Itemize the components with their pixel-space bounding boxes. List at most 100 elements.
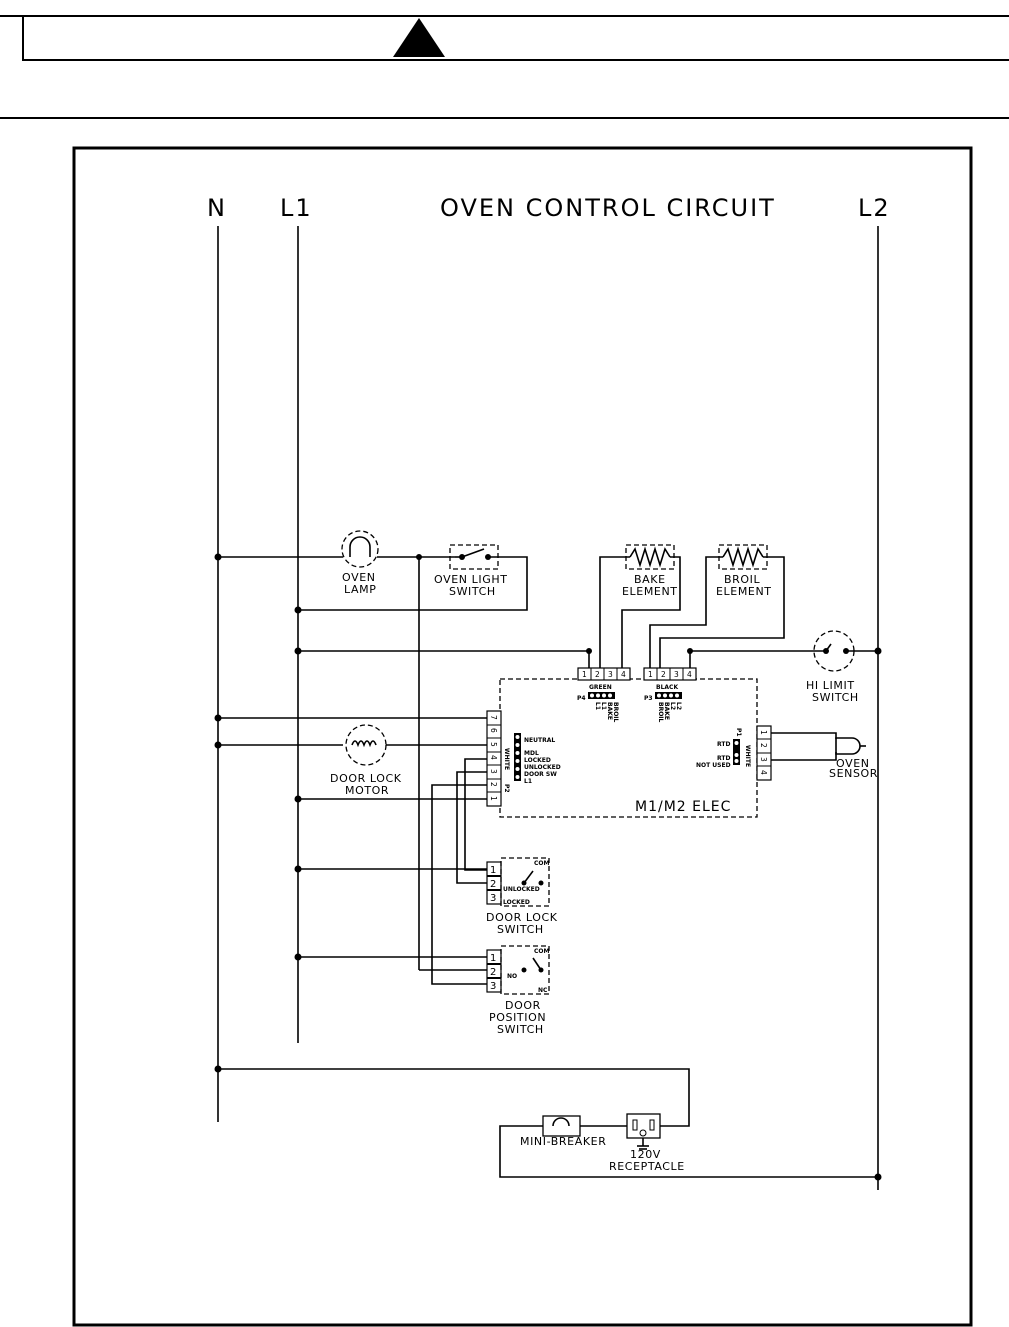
svg-text:DOOR LOCK: DOOR LOCK: [486, 911, 558, 924]
oven-light-switch-label: OVEN LIGHT SWITCH: [434, 573, 508, 598]
svg-text:5: 5: [489, 742, 498, 747]
svg-text:SWITCH: SWITCH: [497, 1023, 544, 1036]
svg-text:COM: COM: [534, 860, 550, 867]
svg-text:P1: P1: [735, 728, 742, 737]
warning-header: [0, 15, 1009, 119]
svg-text:HI LIMIT: HI LIMIT: [806, 679, 855, 692]
svg-text:OVEN LIGHT: OVEN LIGHT: [434, 573, 508, 586]
svg-text:2: 2: [490, 879, 496, 890]
svg-text:NOT USED: NOT USED: [696, 762, 731, 769]
svg-text:3: 3: [490, 981, 496, 992]
svg-text:4: 4: [687, 670, 692, 679]
svg-text:L1: L1: [600, 702, 607, 710]
diagram-frame: [72, 146, 973, 1327]
svg-text:3: 3: [489, 769, 498, 774]
svg-text:1: 1: [582, 670, 587, 679]
svg-text:COM: COM: [534, 948, 550, 955]
p1-connector: 1 2 3 4 WHITE P1 RTD RTD NOT USED: [696, 725, 772, 781]
svg-text:NEUTRAL: NEUTRAL: [524, 737, 555, 744]
svg-text:NC: NC: [538, 987, 548, 994]
svg-text:NO: NO: [507, 973, 517, 980]
svg-text:BAKE: BAKE: [634, 573, 666, 586]
receptacle-icon: [626, 1113, 661, 1150]
hi-limit-switch-label: HI LIMIT SWITCH: [806, 679, 859, 704]
p2-connector: 7 6 5 4 3 2 1 WHITE P2 NEUTRAL MDL LOCKE…: [486, 710, 561, 807]
svg-text:DOOR: DOOR: [505, 999, 541, 1012]
svg-text:4: 4: [759, 770, 768, 775]
svg-text:BROIL: BROIL: [612, 702, 619, 723]
door-lock-switch: 1 2 3 COM UNLOCKED LOCKED: [486, 857, 550, 907]
bake-element-label: BAKE ELEMENT: [622, 573, 678, 598]
l2-line-label: L2: [858, 194, 891, 222]
svg-text:1: 1: [648, 670, 653, 679]
door-position-switch-label: DOOR POSITION SWITCH: [489, 999, 546, 1036]
svg-text:SWITCH: SWITCH: [449, 585, 496, 598]
svg-text:6: 6: [489, 728, 498, 733]
svg-text:LOCKED: LOCKED: [503, 899, 530, 906]
svg-text:MDL: MDL: [524, 750, 539, 757]
l1-line-label: L1: [280, 194, 313, 222]
svg-text:3: 3: [490, 893, 496, 904]
svg-text:SWITCH: SWITCH: [497, 923, 544, 936]
warning-triangle-icon: [393, 18, 445, 57]
svg-text:BROIL: BROIL: [724, 573, 760, 586]
mini-breaker-label: MINI-BREAKER: [520, 1135, 606, 1148]
svg-text:DOOR SW: DOOR SW: [524, 771, 557, 778]
svg-text:ELEMENT: ELEMENT: [716, 585, 772, 598]
svg-text:P2: P2: [503, 784, 510, 793]
svg-text:4: 4: [621, 670, 626, 679]
svg-text:RTD: RTD: [717, 741, 730, 748]
svg-text:SWITCH: SWITCH: [812, 691, 859, 704]
p4-connector: 1 2 3 4 GREEN P4 L1 L1 BAKE BROIL: [577, 667, 631, 723]
svg-text:P3: P3: [644, 695, 653, 702]
svg-text:2: 2: [595, 670, 600, 679]
svg-text:3: 3: [674, 670, 679, 679]
svg-text:ELEMENT: ELEMENT: [622, 585, 678, 598]
svg-text:2: 2: [490, 967, 496, 978]
svg-text:WHITE: WHITE: [503, 748, 510, 770]
svg-text:7: 7: [489, 715, 498, 720]
svg-text:1: 1: [490, 953, 496, 964]
svg-text:3: 3: [759, 757, 768, 762]
svg-text:SENSOR: SENSOR: [829, 767, 878, 780]
svg-text:UNLOCKED: UNLOCKED: [524, 764, 561, 771]
svg-text:1: 1: [490, 865, 496, 876]
receptacle-label: 120V RECEPTACLE: [609, 1148, 685, 1173]
svg-text:BLACK: BLACK: [656, 684, 678, 691]
svg-text:WHITE: WHITE: [744, 745, 751, 767]
door-position-switch: 1 2 3 COM NO NC: [486, 945, 550, 995]
svg-text:2: 2: [759, 743, 768, 748]
svg-text:LOCKED: LOCKED: [524, 757, 551, 764]
svg-text:L2: L2: [675, 702, 682, 710]
svg-text:OVEN: OVEN: [342, 571, 376, 584]
door-lock-motor-label: DOOR LOCK MOTOR: [330, 772, 402, 797]
svg-text:2: 2: [489, 782, 498, 787]
svg-text:L1: L1: [524, 778, 532, 785]
oven-sensor-label: OVEN SENSOR: [829, 757, 878, 780]
svg-text:LAMP: LAMP: [344, 583, 376, 596]
svg-text:MOTOR: MOTOR: [345, 784, 389, 797]
svg-text:DOOR LOCK: DOOR LOCK: [330, 772, 402, 785]
control-board: [499, 678, 758, 818]
svg-text:UNLOCKED: UNLOCKED: [503, 886, 540, 893]
mini-breaker-icon: [542, 1115, 581, 1137]
svg-text:1: 1: [489, 796, 498, 801]
svg-text:L2: L2: [669, 702, 676, 710]
svg-text:1: 1: [759, 730, 768, 735]
svg-text:RTD: RTD: [717, 755, 730, 762]
svg-text:BROIL: BROIL: [657, 702, 664, 723]
svg-text:4: 4: [489, 755, 498, 760]
svg-text:GREEN: GREEN: [589, 684, 612, 691]
svg-text:120V: 120V: [630, 1148, 661, 1161]
svg-text:L1: L1: [594, 702, 601, 710]
svg-text:2: 2: [661, 670, 666, 679]
door-lock-switch-label: DOOR LOCK SWITCH: [486, 911, 558, 936]
neutral-line-label: N: [207, 194, 227, 222]
svg-text:P4: P4: [577, 695, 586, 702]
p3-connector: 1 2 3 4 BLACK P3 BROIL BAKE L2 L2: [643, 667, 697, 723]
oven-lamp-label: OVEN LAMP: [342, 571, 376, 596]
svg-text:RECEPTACLE: RECEPTACLE: [609, 1160, 685, 1173]
svg-text:BAKE: BAKE: [606, 702, 613, 720]
svg-text:BAKE: BAKE: [663, 702, 670, 720]
svg-text:POSITION: POSITION: [489, 1011, 546, 1024]
